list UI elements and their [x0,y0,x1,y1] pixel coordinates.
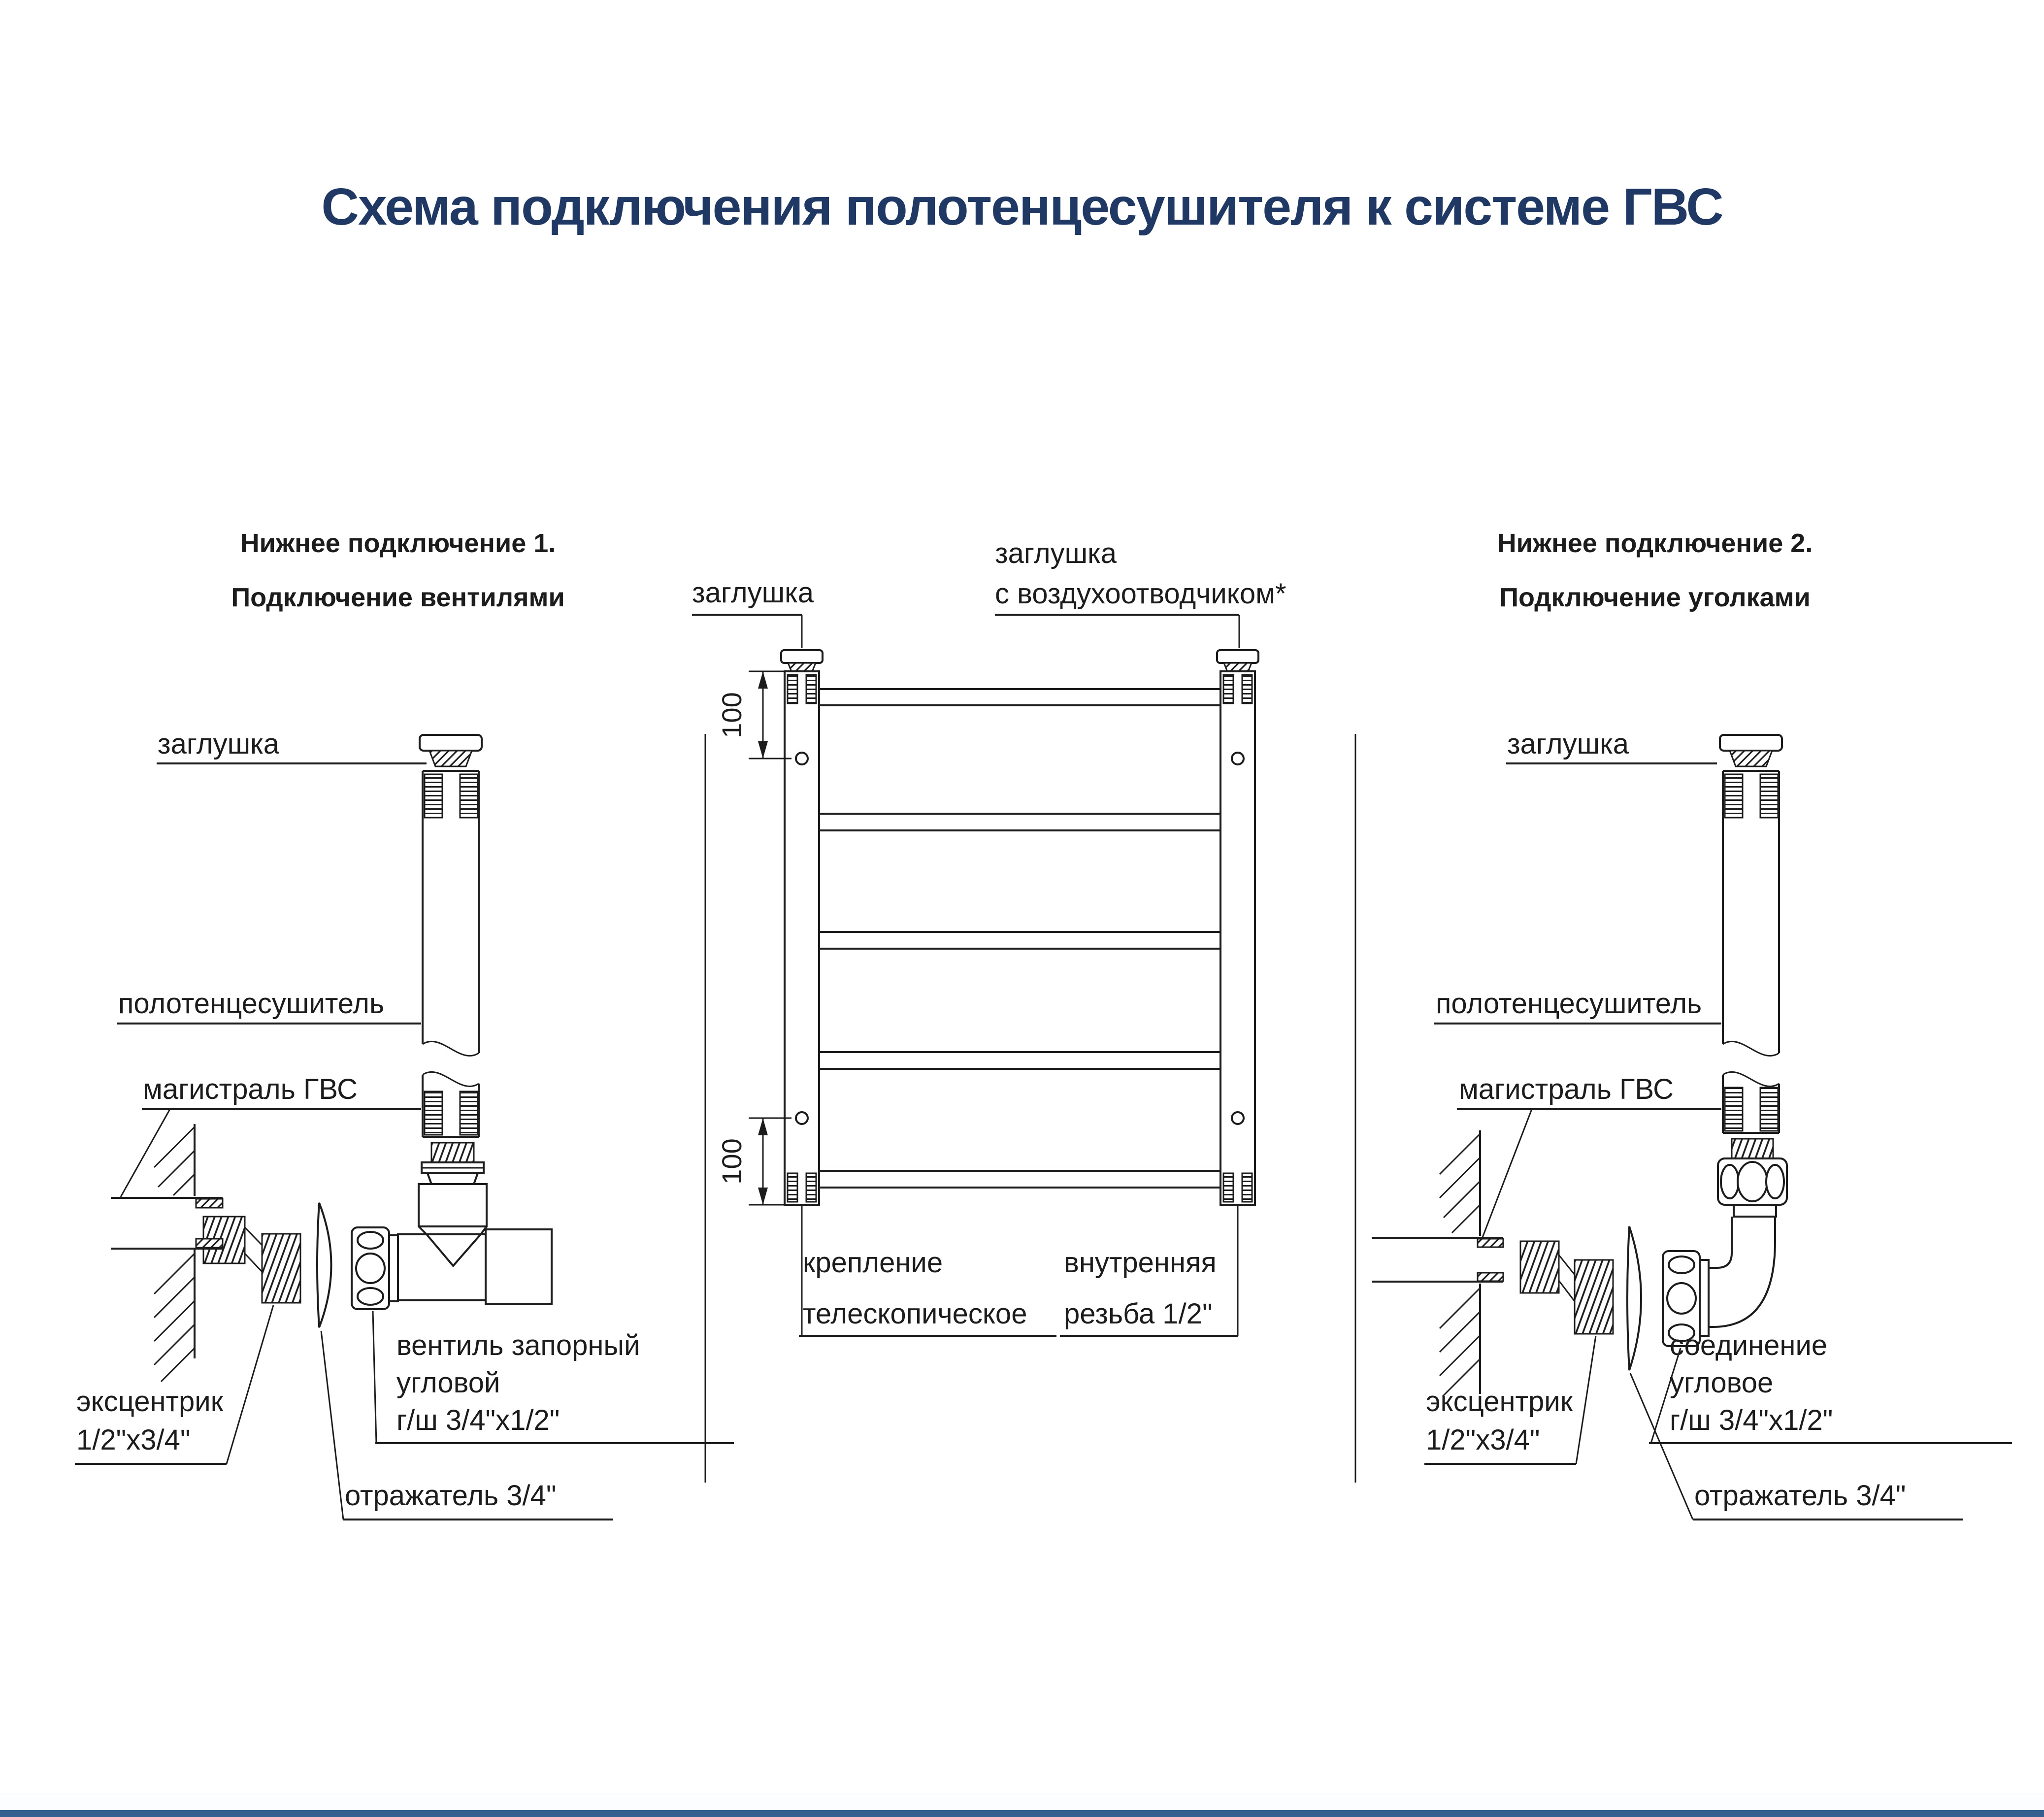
elbow-joint [1662,1138,1788,1347]
center-cap-right-label-1: заглушка [995,537,1117,569]
left-eccentric-label-2: 1/2"х3/4" [76,1424,191,1456]
footer-strip [0,1793,2044,1811]
valve-thread [430,1142,475,1163]
left-rail-label: полотенцесушитель [118,988,385,1020]
left-cap-label: заглушка [158,728,280,760]
dim-top-label: 100 [716,692,747,738]
mount-hole [795,752,809,765]
elbow-tube-icon [1709,1217,1733,1269]
valve-cone-icon [424,1233,483,1268]
left-main-label: магистраль ГВС [143,1073,358,1105]
page-title: Схема подключения полотенцесушителя к си… [321,178,1723,236]
left-heading-2: Подключение вентилями [231,583,565,612]
reflector-icon [1626,1226,1642,1371]
right-eccentric-label-2: 1/2"х3/4" [1426,1424,1540,1456]
cap-leaders [692,614,1240,648]
left-valve-label-2: угловой [396,1367,500,1399]
eccentric-icon [1519,1240,1614,1335]
ladder-rungs [819,688,1220,1189]
reflector-icon [316,1202,332,1328]
center-thread-label-2: резьба 1/2" [1064,1298,1213,1330]
left-valve-label-3: г/ш 3/4"х1/2" [396,1404,560,1436]
mount-hole [1231,752,1245,765]
left-heading-1: Нижнее подключение 1. [240,529,556,558]
dim-bottom-label: 100 [716,1138,747,1184]
cap-plug-icon [428,750,473,767]
supply-pipe [1372,1237,1504,1283]
right-joint-label-2: угловое [1670,1367,1774,1399]
angle-valve [351,1142,553,1310]
right-main-label: магистраль ГВС [1459,1073,1674,1105]
right-rail-label: полотенцесушитель [1436,988,1702,1020]
left-eccentric-label-1: эксцентрик [76,1386,224,1418]
riser-pipe [422,770,480,1138]
wall [153,1124,196,1383]
cap-top-icon [419,734,483,752]
right-joint-label-3: г/ш 3/4"х1/2" [1670,1404,1833,1436]
center-cap-left-label: заглушка [692,577,814,609]
center-bottom-leaders [799,1205,1239,1337]
eccentric-icon [202,1216,301,1304]
cap-top-icon [1719,734,1783,752]
center-mount-label-2: телескопическое [803,1298,1027,1330]
right-heading-1: Нижнее подключение 2. [1497,529,1813,558]
mount-hole [795,1111,809,1125]
valve-bonnet [418,1183,488,1227]
dimension-bottom [749,1117,791,1206]
footer-bar [0,1810,2044,1817]
left-leaders [75,762,734,1520]
right-heading-2: Подключение уголками [1499,583,1811,612]
center-diagram: 100 100 [692,614,1259,1337]
left-valve-label-1: вентиль запорный [396,1329,640,1361]
riser-pipe [1722,770,1780,1134]
dimension-top [749,670,791,760]
left-reflector-label: отражатель 3/4" [345,1480,557,1512]
cap-plug-icon [1728,750,1774,767]
ladder-cap-right-icon [1216,649,1259,664]
right-joint-label-1: соединение [1670,1329,1828,1361]
joint-thread [1731,1138,1774,1159]
wall [1439,1130,1481,1397]
supply-pipe [111,1197,224,1250]
right-cap-label: заглушка [1507,728,1629,760]
right-diagram [1372,734,2012,1520]
mount-hole [1231,1111,1245,1125]
right-eccentric-label-1: эксцентрик [1426,1386,1573,1418]
ladder-cap-left-icon [780,649,824,664]
valve-cap [485,1228,553,1305]
right-reflector-label: отражатель 3/4" [1694,1480,1906,1512]
center-cap-right-label-2: с воздухоотводчиком* [995,578,1286,610]
right-leaders [1424,762,2012,1520]
left-diagram [75,734,734,1520]
center-thread-label-1: внутренняя [1064,1247,1217,1279]
center-mount-label-1: крепление [803,1247,943,1279]
